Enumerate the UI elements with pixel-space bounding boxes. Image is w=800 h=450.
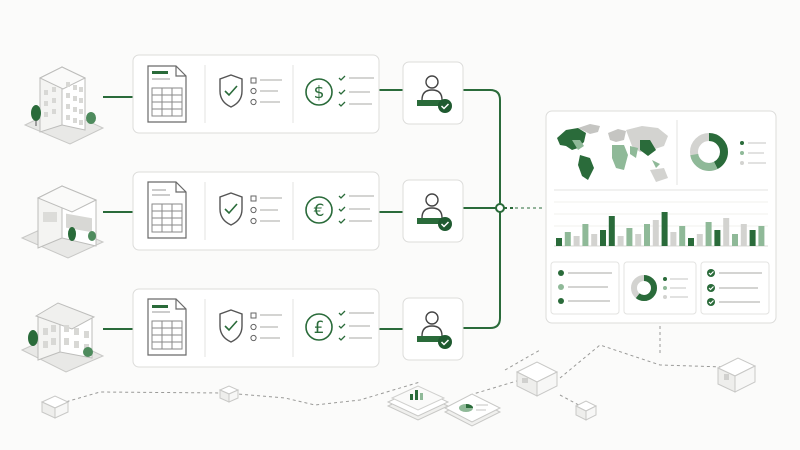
dashboard-bar [564,232,571,246]
cube-icon [218,385,240,403]
currency-dollar-icon: $ [305,78,333,106]
junction-node [495,203,505,213]
document-icon [147,181,187,239]
bar-chart [554,201,768,247]
dashboard-bar [608,216,615,246]
checklist-icon [250,77,282,106]
user-check-icon [417,311,452,349]
currency-euro-icon: € [305,196,333,224]
dashboard-bar [556,238,562,246]
dashboard-bar [679,226,686,246]
connector-lines [103,89,545,330]
stacked-sheets-icon [386,385,450,421]
dashboard-bar [617,236,624,246]
donut-chart [690,133,766,171]
dashboard-bar [696,234,703,246]
process-card-1[interactable]: $ [132,54,380,134]
building-office-tower-icon [23,66,105,145]
user-check-icon [417,193,452,231]
cube-icon [515,361,559,397]
building-townhouse-icon [20,302,105,373]
dashboard-bar [723,218,730,246]
dashboard-bar [644,224,650,246]
dashboard-bar [758,226,765,246]
checklist-icon [250,312,282,342]
cube-icon [716,357,757,393]
dashboard-bar [635,234,642,246]
user-approval-card-2[interactable] [402,179,464,243]
shield-check-icon [219,192,243,226]
checklist-icon [250,195,282,225]
dashboard-bar [732,234,738,246]
checklist-green-icon [338,310,374,341]
cube-icon [40,395,70,419]
shield-check-icon [219,74,243,108]
currency-symbol: $ [314,83,325,103]
currency-pound-icon: £ [305,313,333,341]
checklist-green-icon [338,193,374,224]
dashboard-bar [670,232,677,246]
dashboard-bar [573,236,580,246]
process-card-2[interactable]: € [132,171,380,251]
stacked-sheets-icon [443,393,502,427]
shield-check-icon [219,309,243,343]
cube-icon [574,400,598,421]
currency-symbol: £ [314,318,325,338]
document-icon [147,298,187,356]
list-widget [550,261,620,315]
dashboard-bar [714,230,721,246]
checklist-green-icon [338,75,374,107]
building-warehouse-icon [20,185,105,259]
dashboard-bar [688,238,694,246]
dashboard-panel[interactable] [545,110,777,324]
donut-widget [623,261,697,315]
document-icon [147,65,187,123]
dashboard-bar [591,234,598,246]
dashboard-bar [600,230,606,246]
user-approval-card-1[interactable] [402,61,464,125]
currency-symbol: € [314,201,325,221]
dashboard-bar [740,224,747,246]
dashboard-bar [626,228,633,246]
world-map-icon [557,124,668,182]
dashboard-bar [661,212,668,246]
dashboard-bar [652,220,659,246]
dashboard-bar [749,230,756,246]
dashboard-bar [582,224,589,246]
user-approval-card-3[interactable] [402,297,464,361]
user-check-icon [417,75,452,113]
checklist-widget [700,261,770,315]
process-card-3[interactable]: £ [132,288,380,368]
dashboard-bar [705,222,712,246]
